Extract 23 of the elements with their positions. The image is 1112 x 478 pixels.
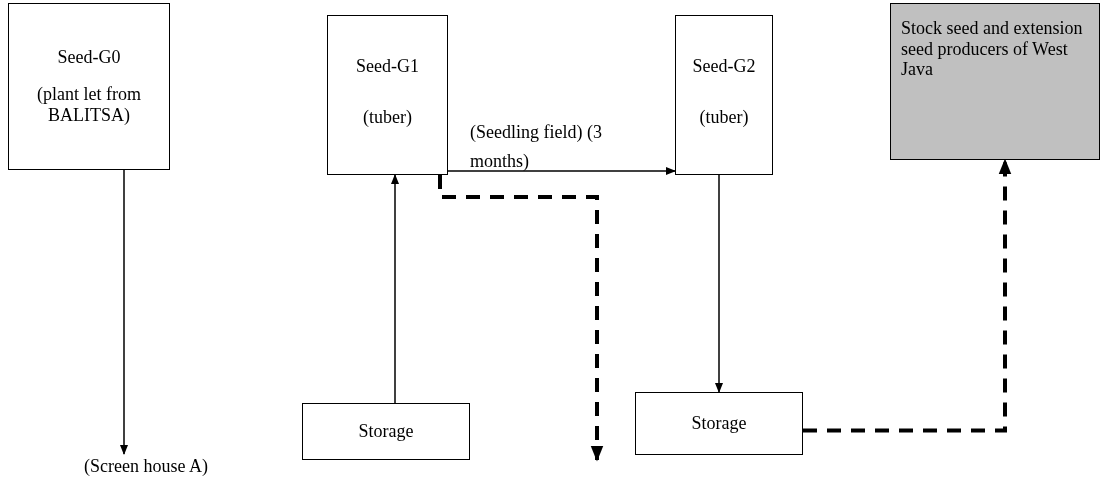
arrow xyxy=(120,169,128,455)
box-text: Storage xyxy=(691,413,747,434)
dashed-arrow xyxy=(438,175,604,462)
process-box xyxy=(8,3,170,170)
box-text: Seed-G0 xyxy=(57,47,121,69)
box-text: Storage xyxy=(358,421,414,442)
shaded-box xyxy=(890,3,1100,160)
process-box xyxy=(635,392,803,455)
edge-label: (Seedling field) (3 months) xyxy=(470,121,603,173)
box-text: Stock seed and extension seed producers of West Java xyxy=(901,18,1084,81)
process-box xyxy=(675,15,773,175)
box-text: Seed-G1 xyxy=(356,56,419,77)
box-text: (plant let from BALITSA) xyxy=(36,84,142,126)
box-text: (tuber) xyxy=(699,106,749,128)
arrow xyxy=(447,167,676,175)
box-text: Seed-G2 xyxy=(692,56,756,77)
process-box xyxy=(302,403,470,460)
arrow xyxy=(715,174,723,393)
box-text: (Screen house A) xyxy=(84,455,208,477)
box-text: (tuber) xyxy=(363,106,412,128)
process-box xyxy=(327,15,448,175)
dashed-arrow xyxy=(803,158,1012,433)
arrow xyxy=(391,174,399,404)
